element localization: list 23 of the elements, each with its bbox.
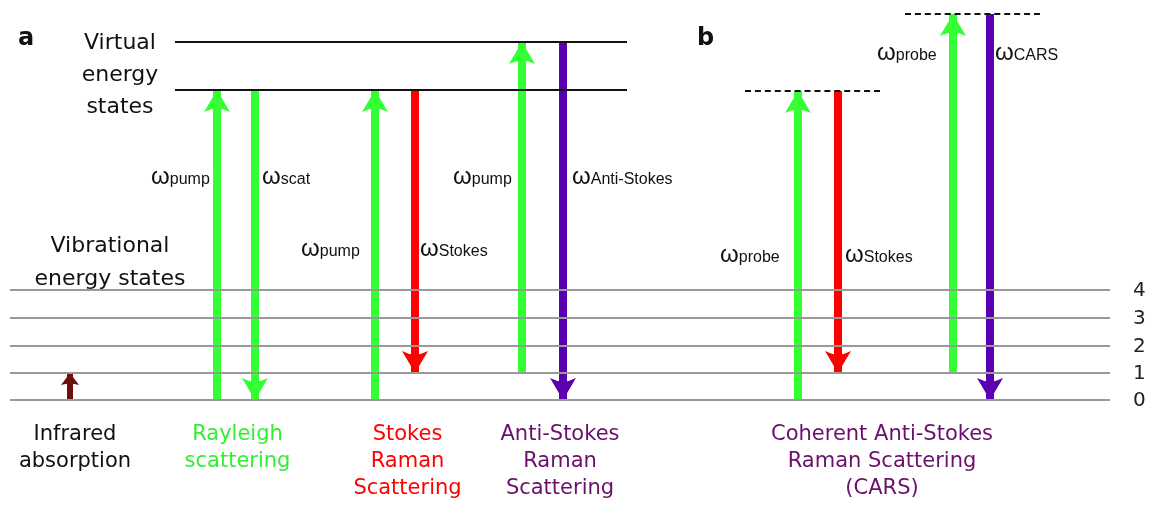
vibrational-level-line — [10, 399, 1110, 401]
level-number: 4 — [1133, 277, 1146, 301]
vibrational-level-line — [10, 372, 1110, 374]
process-label: Coherent Anti-Stokes Raman Scattering (CARS) — [769, 420, 995, 501]
process-label: Infrared absorption — [17, 420, 133, 474]
level-number: 2 — [1133, 333, 1146, 357]
level-group-label: Virtual energy states — [80, 28, 160, 120]
virtual-level-line — [745, 90, 880, 92]
process-label: Rayleigh scattering — [183, 420, 292, 474]
level-group-label: Vibrational energy states — [33, 231, 187, 292]
virtual-level-line — [905, 13, 1040, 15]
level-number: 1 — [1133, 360, 1146, 384]
vibrational-level-line — [10, 345, 1110, 347]
process-label: Stokes Raman Scattering — [352, 420, 463, 501]
virtual-level-line — [175, 41, 627, 43]
level-number: 3 — [1133, 305, 1146, 329]
vibrational-level-line — [10, 317, 1110, 319]
level-number: 0 — [1133, 387, 1146, 411]
panel-letter: b — [697, 22, 716, 52]
virtual-level-line — [175, 89, 627, 91]
panel-letter: a — [18, 22, 36, 52]
process-label: Anti-Stokes Raman Scattering — [499, 420, 621, 501]
vibrational-level-line — [10, 289, 1110, 291]
